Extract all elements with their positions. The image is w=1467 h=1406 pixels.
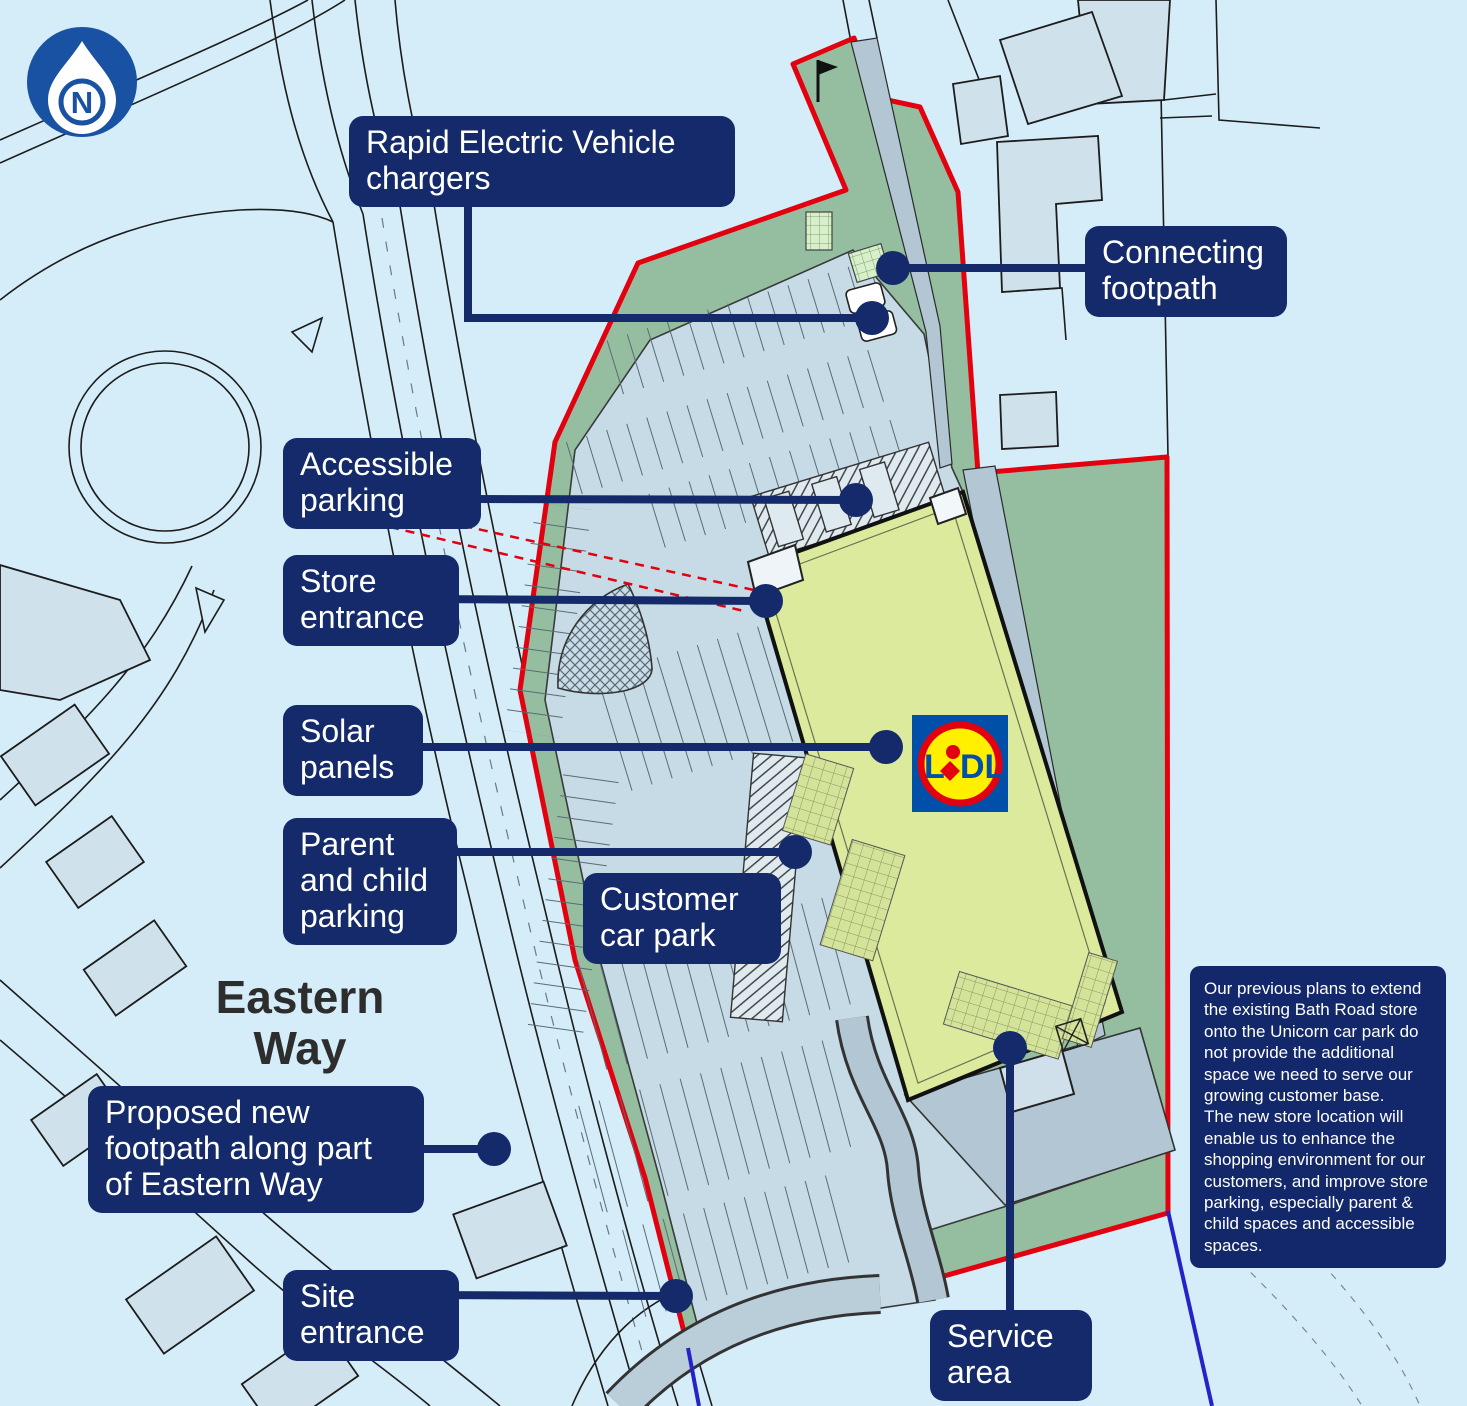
info-panel: Our previous plans to extend the existin… [1190, 966, 1446, 1269]
callout-store-entrance: Store entrance [283, 555, 459, 647]
north-indicator: N [24, 24, 140, 145]
info-paragraph-2: The new store location will enable us to… [1204, 1107, 1428, 1255]
callout-site-entrance: Site entrance [283, 1270, 459, 1362]
callout-solar-panels: Solar panels [283, 705, 423, 797]
callout-customer-car-park: Customer car park [583, 873, 781, 965]
callout-service-area: Service area [930, 1310, 1092, 1402]
callout-proposed-footpath: Proposed new footpath along part of East… [88, 1086, 424, 1214]
road-label-eastern-way: Eastern Way [130, 972, 470, 1073]
landscape-island [557, 582, 653, 695]
callout-accessible-parking: Accessible parking [283, 438, 481, 530]
lidl-logo-letters-dl: DL [960, 748, 1005, 786]
road-label-line2: Way [253, 1021, 347, 1074]
callout-dots [477, 251, 1027, 1313]
road-label-line1: Eastern [215, 971, 385, 1023]
lidl-logo-letter-l: L [924, 748, 945, 786]
callout-parent-child-parking: Parent and child parking [283, 818, 457, 946]
connecting-footpath-strip [850, 37, 953, 469]
callout-rapid-ev-chargers: Rapid Electric Vehicle chargers [349, 116, 735, 208]
flag-marker [816, 60, 838, 102]
north-icon: N [27, 27, 137, 137]
watercourse-lines [686, 1210, 1214, 1406]
info-paragraph-1: Our previous plans to extend the existin… [1204, 979, 1422, 1106]
callout-leaders [384, 196, 1091, 1319]
callout-connecting-footpath: Connecting footpath [1085, 226, 1287, 318]
lidl-logo: L DL [912, 715, 1008, 812]
store-building: L DL [746, 486, 1125, 1114]
north-letter: N [71, 85, 93, 120]
neighbouring-buildings [0, 0, 1171, 1406]
